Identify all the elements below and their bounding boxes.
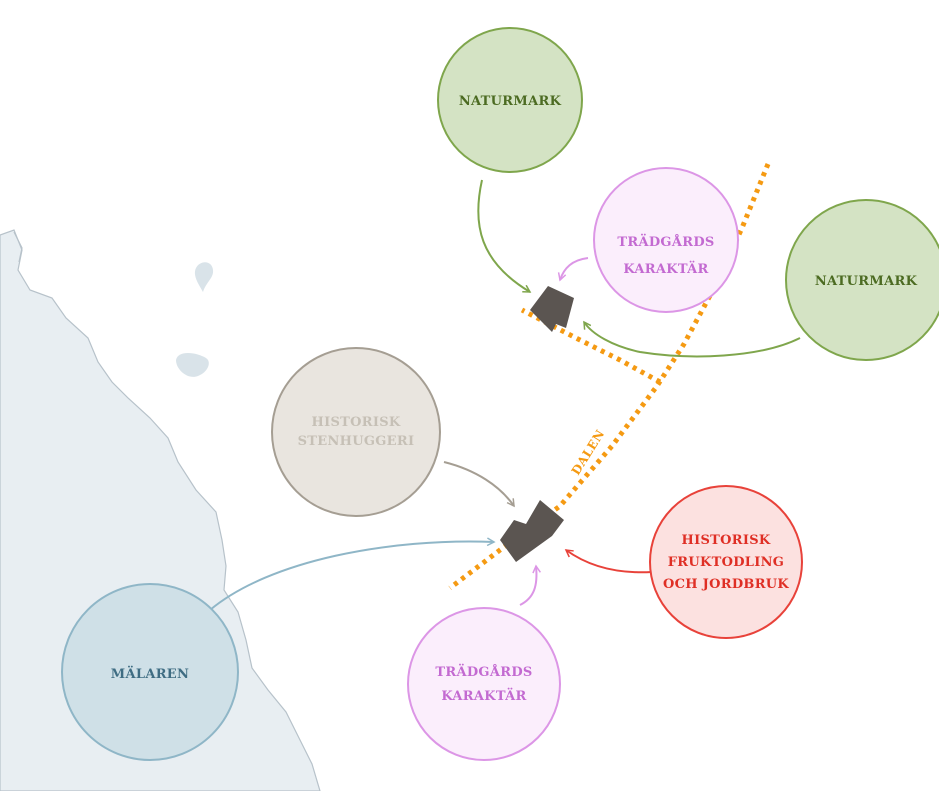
label-fruktodling-1: HISTORISK — [681, 533, 770, 548]
label-malaren: MÄLAREN — [111, 666, 189, 682]
road-branch — [520, 307, 662, 385]
label-fruktodling-3: OCH JORDBRUK — [663, 577, 789, 592]
circle-stenhuggeri: HISTORISK STENHUGGERI — [271, 347, 441, 517]
arrow-tradgard-bottom — [519, 566, 536, 606]
building-south — [500, 500, 564, 562]
label-naturmark-right: NATURMARK — [815, 274, 918, 289]
arrow-naturmark-top — [477, 179, 530, 293]
small-pond — [194, 262, 214, 292]
label-stenhuggeri-1: HISTORISK — [311, 415, 400, 430]
arrow-naturmark-right — [584, 322, 801, 358]
circle-fruktodling: HISTORISK FRUKTODLING OCH JORDBRUK — [649, 485, 803, 639]
arrow-stenhuggeri — [443, 461, 514, 506]
label-stenhuggeri-2: STENHUGGERI — [298, 434, 415, 449]
building-north — [530, 286, 574, 332]
label-tradgard-bottom-2: KARAKTÄR — [441, 688, 526, 704]
circle-naturmark-top: NATURMARK — [437, 27, 583, 173]
label-tradgard-top-2: KARAKTÄR — [623, 261, 708, 277]
label-naturmark-top: NATURMARK — [459, 94, 562, 109]
arrow-malaren — [209, 542, 494, 611]
arrow-fruktodling — [566, 550, 653, 574]
label-tradgard-top-1: TRÄDGÅRDS — [617, 234, 714, 250]
circle-tradgard-top: TRÄDGÅRDS KARAKTÄR — [593, 167, 739, 313]
circle-malaren: MÄLAREN — [61, 583, 239, 761]
label-tradgard-bottom-1: TRÄDGÅRDS — [435, 664, 532, 680]
road-label-dalen: DALEN — [569, 427, 608, 477]
label-fruktodling-2: FRUKTODLING — [668, 555, 784, 570]
arrow-tradgard-top — [560, 257, 589, 280]
circle-tradgard-bottom: TRÄDGÅRDS KARAKTÄR — [407, 607, 561, 761]
shoreline-fragment — [13, 231, 23, 263]
small-pond — [176, 353, 209, 377]
circle-naturmark-right: NATURMARK — [785, 199, 939, 361]
